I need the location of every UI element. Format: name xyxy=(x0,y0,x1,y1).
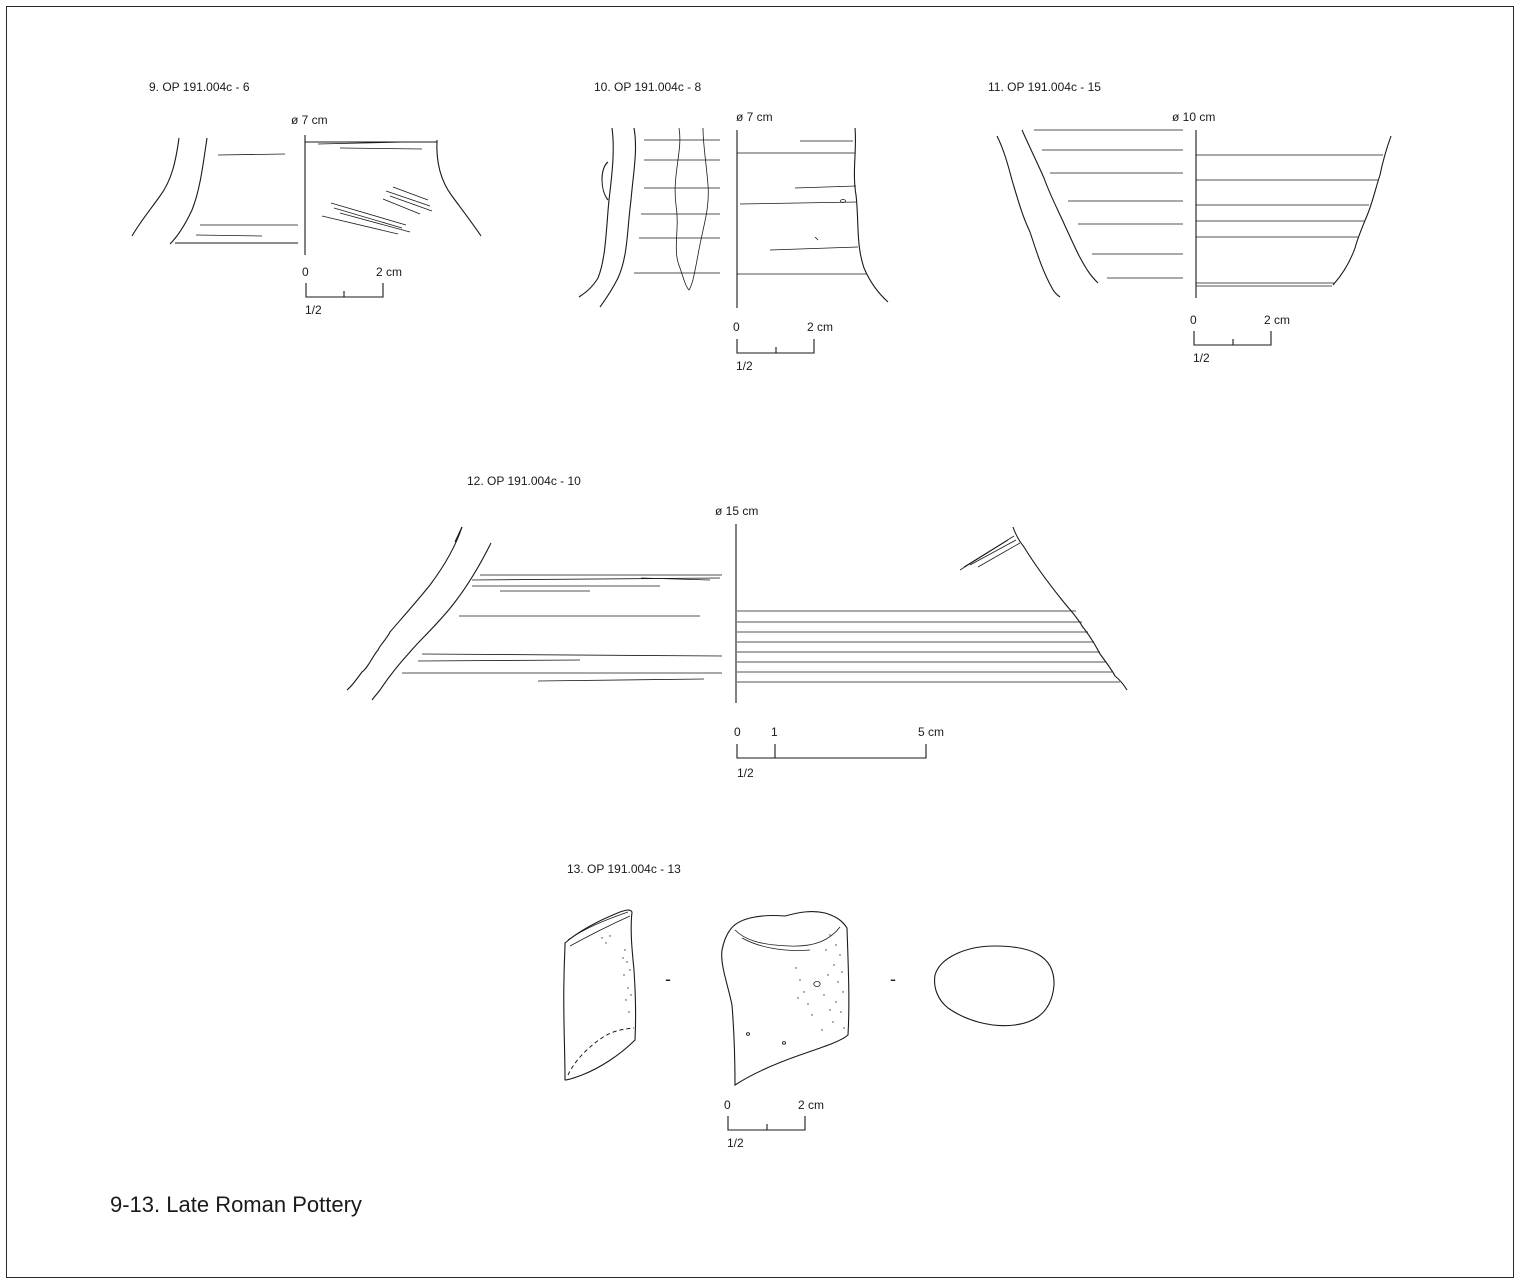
figure-13-scale-end: 2 cm xyxy=(798,1098,824,1112)
figure-10-section xyxy=(578,127,738,308)
figure-13-scale-bar: 0 2 cm 1/2 xyxy=(724,1098,824,1150)
figure-11-label: 11. OP 191.004c - 15 xyxy=(988,80,1101,94)
figure-10-scale-bar: 0 2 cm 1/2 xyxy=(733,320,833,373)
figure-9-label: 9. OP 191.004c - 6 xyxy=(149,80,250,94)
figure-11-diameter: ø 10 cm xyxy=(1172,110,1215,124)
figure-12-scale-mid: 1 xyxy=(771,725,778,739)
figure-12-scale-bar: 0 1 5 cm 1/2 xyxy=(734,725,944,780)
figure-13-view-separator-1: - xyxy=(665,969,671,989)
figure-13-base-view xyxy=(934,945,1055,1027)
figure-13: 13. OP 191.004c - 13 - xyxy=(563,862,1055,1150)
plate-caption: 9-13. Late Roman Pottery xyxy=(110,1192,362,1217)
figure-11: 11. OP 191.004c - 15 ø 10 cm xyxy=(988,80,1392,365)
figure-13-front-stipple xyxy=(795,934,845,1031)
figure-11-scale-bar: 0 2 cm 1/2 xyxy=(1190,313,1290,365)
figure-13-side-stipple xyxy=(601,935,632,1013)
figure-9-profile xyxy=(305,139,482,237)
figure-11-scale-end: 2 cm xyxy=(1264,313,1290,327)
figure-10-scale-start: 0 xyxy=(733,320,740,334)
figure-12-rilling xyxy=(737,610,1120,683)
figure-13-label: 13. OP 191.004c - 13 xyxy=(567,862,681,876)
figure-10-scale-end: 2 cm xyxy=(807,320,833,334)
figure-12-scale-start: 0 xyxy=(734,725,741,739)
figure-13-side-view xyxy=(563,909,637,1081)
figure-11-profile xyxy=(1196,135,1392,287)
figure-9-scale-ratio: 1/2 xyxy=(305,303,322,317)
figure-12: 12. OP 191.004c - 10 ø 15 cm xyxy=(346,474,1128,780)
figure-9: 9. OP 191.004c - 6 ø 7 cm xyxy=(131,80,482,317)
figure-10-label: 10. OP 191.004c - 8 xyxy=(594,80,702,94)
figure-10-diameter: ø 7 cm xyxy=(736,110,773,124)
figure-12-diameter: ø 15 cm xyxy=(715,504,758,518)
figure-9-scale-bar: 0 2 cm 1/2 xyxy=(302,265,402,317)
figure-13-front-view xyxy=(721,911,850,1087)
figure-12-section xyxy=(346,524,737,703)
figure-10-profile xyxy=(737,127,889,303)
figure-12-scale-ratio: 1/2 xyxy=(737,766,754,780)
figure-12-profile xyxy=(737,526,1128,691)
figure-13-scale-start: 0 xyxy=(724,1098,731,1112)
figure-9-section xyxy=(131,135,306,255)
figure-13-view-separator-2: - xyxy=(890,969,896,989)
figure-11-section xyxy=(996,129,1197,298)
drawing-sheet xyxy=(6,6,1514,1278)
figure-13-scale-ratio: 1/2 xyxy=(727,1136,744,1150)
figure-11-scale-start: 0 xyxy=(1190,313,1197,327)
figure-11-scale-ratio: 1/2 xyxy=(1193,351,1210,365)
figure-9-diameter: ø 7 cm xyxy=(291,113,328,127)
figure-9-scale-start: 0 xyxy=(302,265,309,279)
figure-10: 10. OP 191.004c - 8 ø 7 cm xyxy=(578,80,889,373)
figure-10-scale-ratio: 1/2 xyxy=(736,359,753,373)
figure-12-label: 12. OP 191.004c - 10 xyxy=(467,474,581,488)
figure-12-scale-end: 5 cm xyxy=(918,725,944,739)
figure-9-scale-end: 2 cm xyxy=(376,265,402,279)
